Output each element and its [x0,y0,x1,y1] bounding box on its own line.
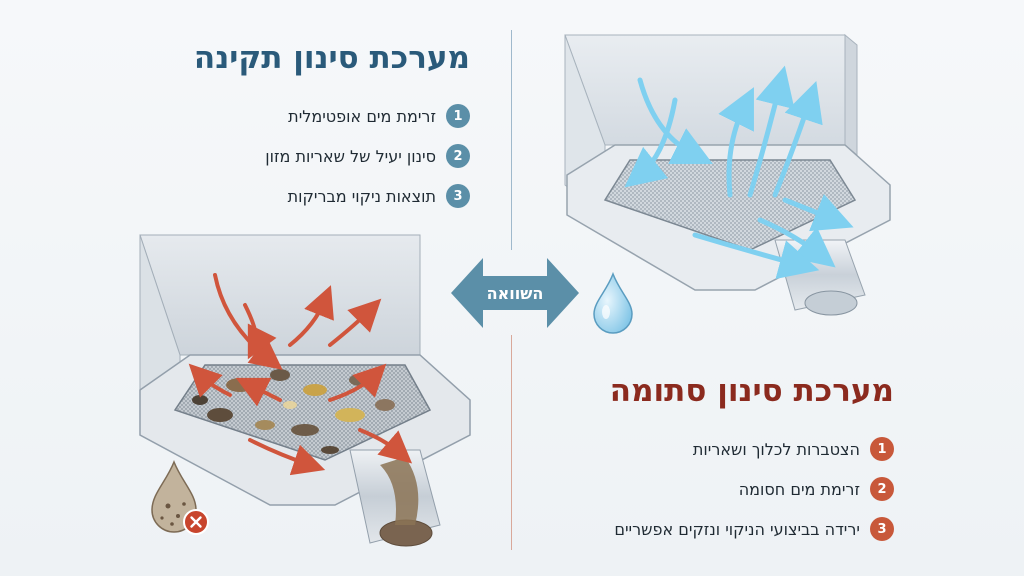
good-system-list: 1 זרימת מים אופטימלית 2 סינון יעיל של שא… [194,96,470,216]
pipe-sludge [380,457,419,525]
list-item: 2 זרימת מים חסומה [610,469,894,509]
list-item-text: זרימת מים אופטימלית [288,106,436,126]
number-badge: 2 [446,144,470,168]
clean-back-wall [564,34,846,146]
list-item-text: זרימת מים חסומה [738,479,860,499]
clogged-system-panel: מערכת סינון סתומה 1 הצטברות לכלוך ושאריו… [610,373,894,549]
blocked-flow-arrows [188,273,413,476]
list-item: 1 זרימת מים אופטימלית [194,96,470,136]
good-system-title: מערכת סינון תקינה [193,40,470,76]
number-badge: 3 [870,517,894,541]
water-flow-arrows [624,65,854,280]
list-item-text: הצטברות לכלוך ושאריות [692,439,860,459]
list-item: 3 תוצאות ניקוי מבריקות [194,176,470,216]
list-item: 1 הצטברות לכלוך ושאריות [610,429,894,469]
water-drop-icon [593,271,633,334]
list-item: 3 ירידה בביצועי הניקוי ונזקים אפשריים [610,509,894,549]
clean-filter-illustration [564,33,891,316]
clogged-system-list: 1 הצטברות לכלוך ושאריות 2 זרימת מים חסומ… [610,429,894,549]
double-arrow-icon [451,258,579,328]
list-item-text: ירידה בביצועי הניקוי ונזקים אפשריים [614,519,860,539]
compare-arrow: השוואה [451,258,579,328]
clogged-filter-illustration [139,234,471,547]
number-badge: 1 [870,437,894,461]
clean-right-wall [844,33,858,157]
clogged-back-wall [139,234,421,356]
clogged-system-title: מערכת סינון סתומה [609,373,894,409]
dirty-drop-icon [151,459,197,533]
good-system-panel: מערכת סינון תקינה 1 זרימת מים אופטימלית … [194,40,470,216]
list-item-text: סינון יעיל של שאריות מזון [265,146,436,166]
list-item: 2 סינון יעיל של שאריות מזון [194,136,470,176]
number-badge: 3 [446,184,470,208]
divider-bottom [511,335,512,550]
number-badge: 1 [446,104,470,128]
compare-label: השוואה [486,283,544,303]
number-badge: 2 [870,477,894,501]
clean-pipe-opening [804,290,858,316]
x-error-icon [183,509,209,535]
divider-top [511,30,512,250]
list-item-text: תוצאות ניקוי מבריקות [287,186,436,206]
